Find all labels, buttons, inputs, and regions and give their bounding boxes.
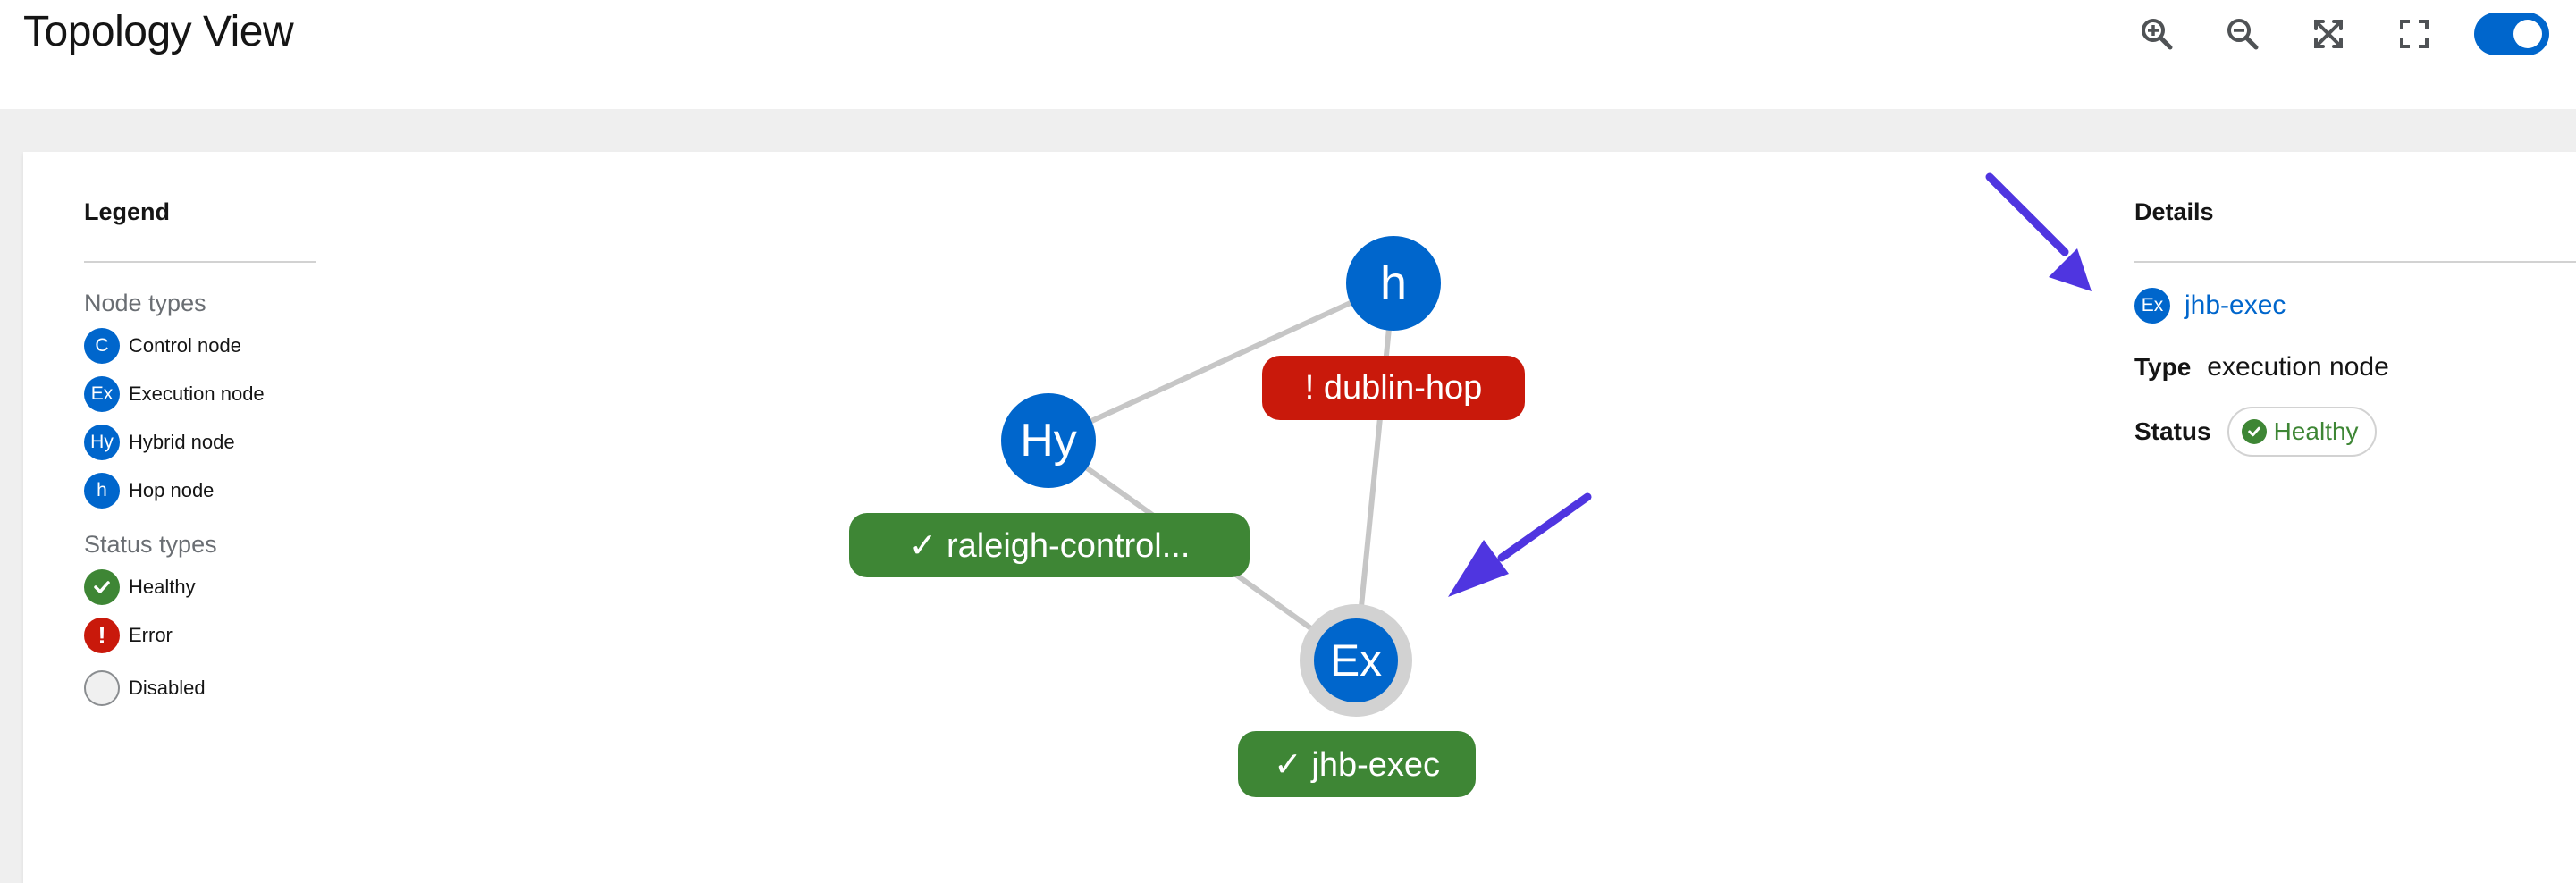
status-types-heading: Status types [84, 531, 217, 558]
topology-toolbar [2102, 9, 2549, 59]
legend-item-label: Execution node [129, 383, 265, 405]
node-name-link[interactable]: jhb-exec [2185, 290, 2286, 320]
legend-item-control: C Control node [84, 322, 316, 370]
legend-divider [84, 261, 316, 263]
type-value: execution node [2207, 352, 2389, 382]
legend-item-hop: h Hop node [84, 467, 316, 515]
zoom-in-icon [2142, 19, 2173, 50]
check-circle-icon [2241, 419, 2267, 444]
legend-title: Legend [84, 198, 171, 225]
execution-node-badge: Ex [84, 376, 120, 412]
control-node-badge: C [84, 328, 120, 364]
details-divider [2134, 261, 2576, 263]
legend-item-label: Error [129, 624, 173, 646]
legend-item-label: Healthy [129, 576, 196, 598]
status-key: Status [2134, 417, 2211, 445]
hop-node[interactable]: h [1346, 236, 1441, 331]
details-type-row: Type execution node [2134, 345, 2576, 390]
hybrid-node[interactable]: Hy [1001, 393, 1096, 488]
legend-item-hybrid: Hy Hybrid node [84, 418, 316, 467]
details-status-row: Status Healthy [2134, 407, 2576, 457]
node-label-jhb-exec[interactable]: ✓ jhb-exec [1238, 731, 1476, 797]
legend-item-label: Hybrid node [129, 431, 235, 453]
hop-node-badge: h [84, 473, 120, 509]
hybrid-node-badge: Hy [84, 425, 120, 460]
status-badge: Healthy [2227, 407, 2377, 457]
toggle-knob [2513, 20, 2542, 48]
execution-node[interactable]: Ex [1314, 618, 1398, 702]
legend-item-label: Control node [129, 334, 241, 357]
fullscreen-button[interactable] [2383, 9, 2446, 59]
details-title: Details [2134, 198, 2214, 225]
page-header: Topology View [0, 0, 2576, 109]
legend-item-disabled: Disabled [84, 660, 316, 717]
page-title: Topology View [23, 8, 294, 55]
expand-icon [2400, 20, 2429, 48]
zoom-out-button[interactable] [2211, 9, 2274, 59]
type-key: Type [2134, 353, 2192, 381]
status-value: Healthy [2273, 417, 2359, 445]
legend-item-label: Hop node [129, 479, 215, 501]
legend-item-error: ! Error [84, 611, 316, 660]
fit-to-screen-icon [2314, 20, 2343, 48]
details-panel: Details Ex jhb-exec Type execution node … [2134, 198, 2576, 457]
legend-item-label: Disabled [129, 677, 206, 699]
legend-toggle[interactable] [2474, 13, 2549, 55]
legend-item-execution: Ex Execution node [84, 370, 316, 418]
fit-to-screen-button[interactable] [2297, 9, 2360, 59]
exclamation-circle-icon: ! [84, 618, 120, 653]
node-types-heading: Node types [84, 290, 206, 316]
zoom-out-icon [2227, 19, 2259, 50]
zoom-in-button[interactable] [2126, 9, 2188, 59]
legend-item-healthy: Healthy [84, 563, 316, 611]
details-node-row: Ex jhb-exec [2134, 286, 2576, 325]
node-label-dublin-hop[interactable]: ! dublin-hop [1262, 356, 1525, 420]
legend-panel: Legend Node types C Control node Ex Exec… [84, 198, 316, 717]
execution-node-badge: Ex [2134, 288, 2170, 324]
check-circle-icon [84, 569, 120, 605]
node-label-raleigh-control[interactable]: ✓ raleigh-control... [849, 513, 1250, 577]
empty-circle-icon [84, 670, 120, 706]
